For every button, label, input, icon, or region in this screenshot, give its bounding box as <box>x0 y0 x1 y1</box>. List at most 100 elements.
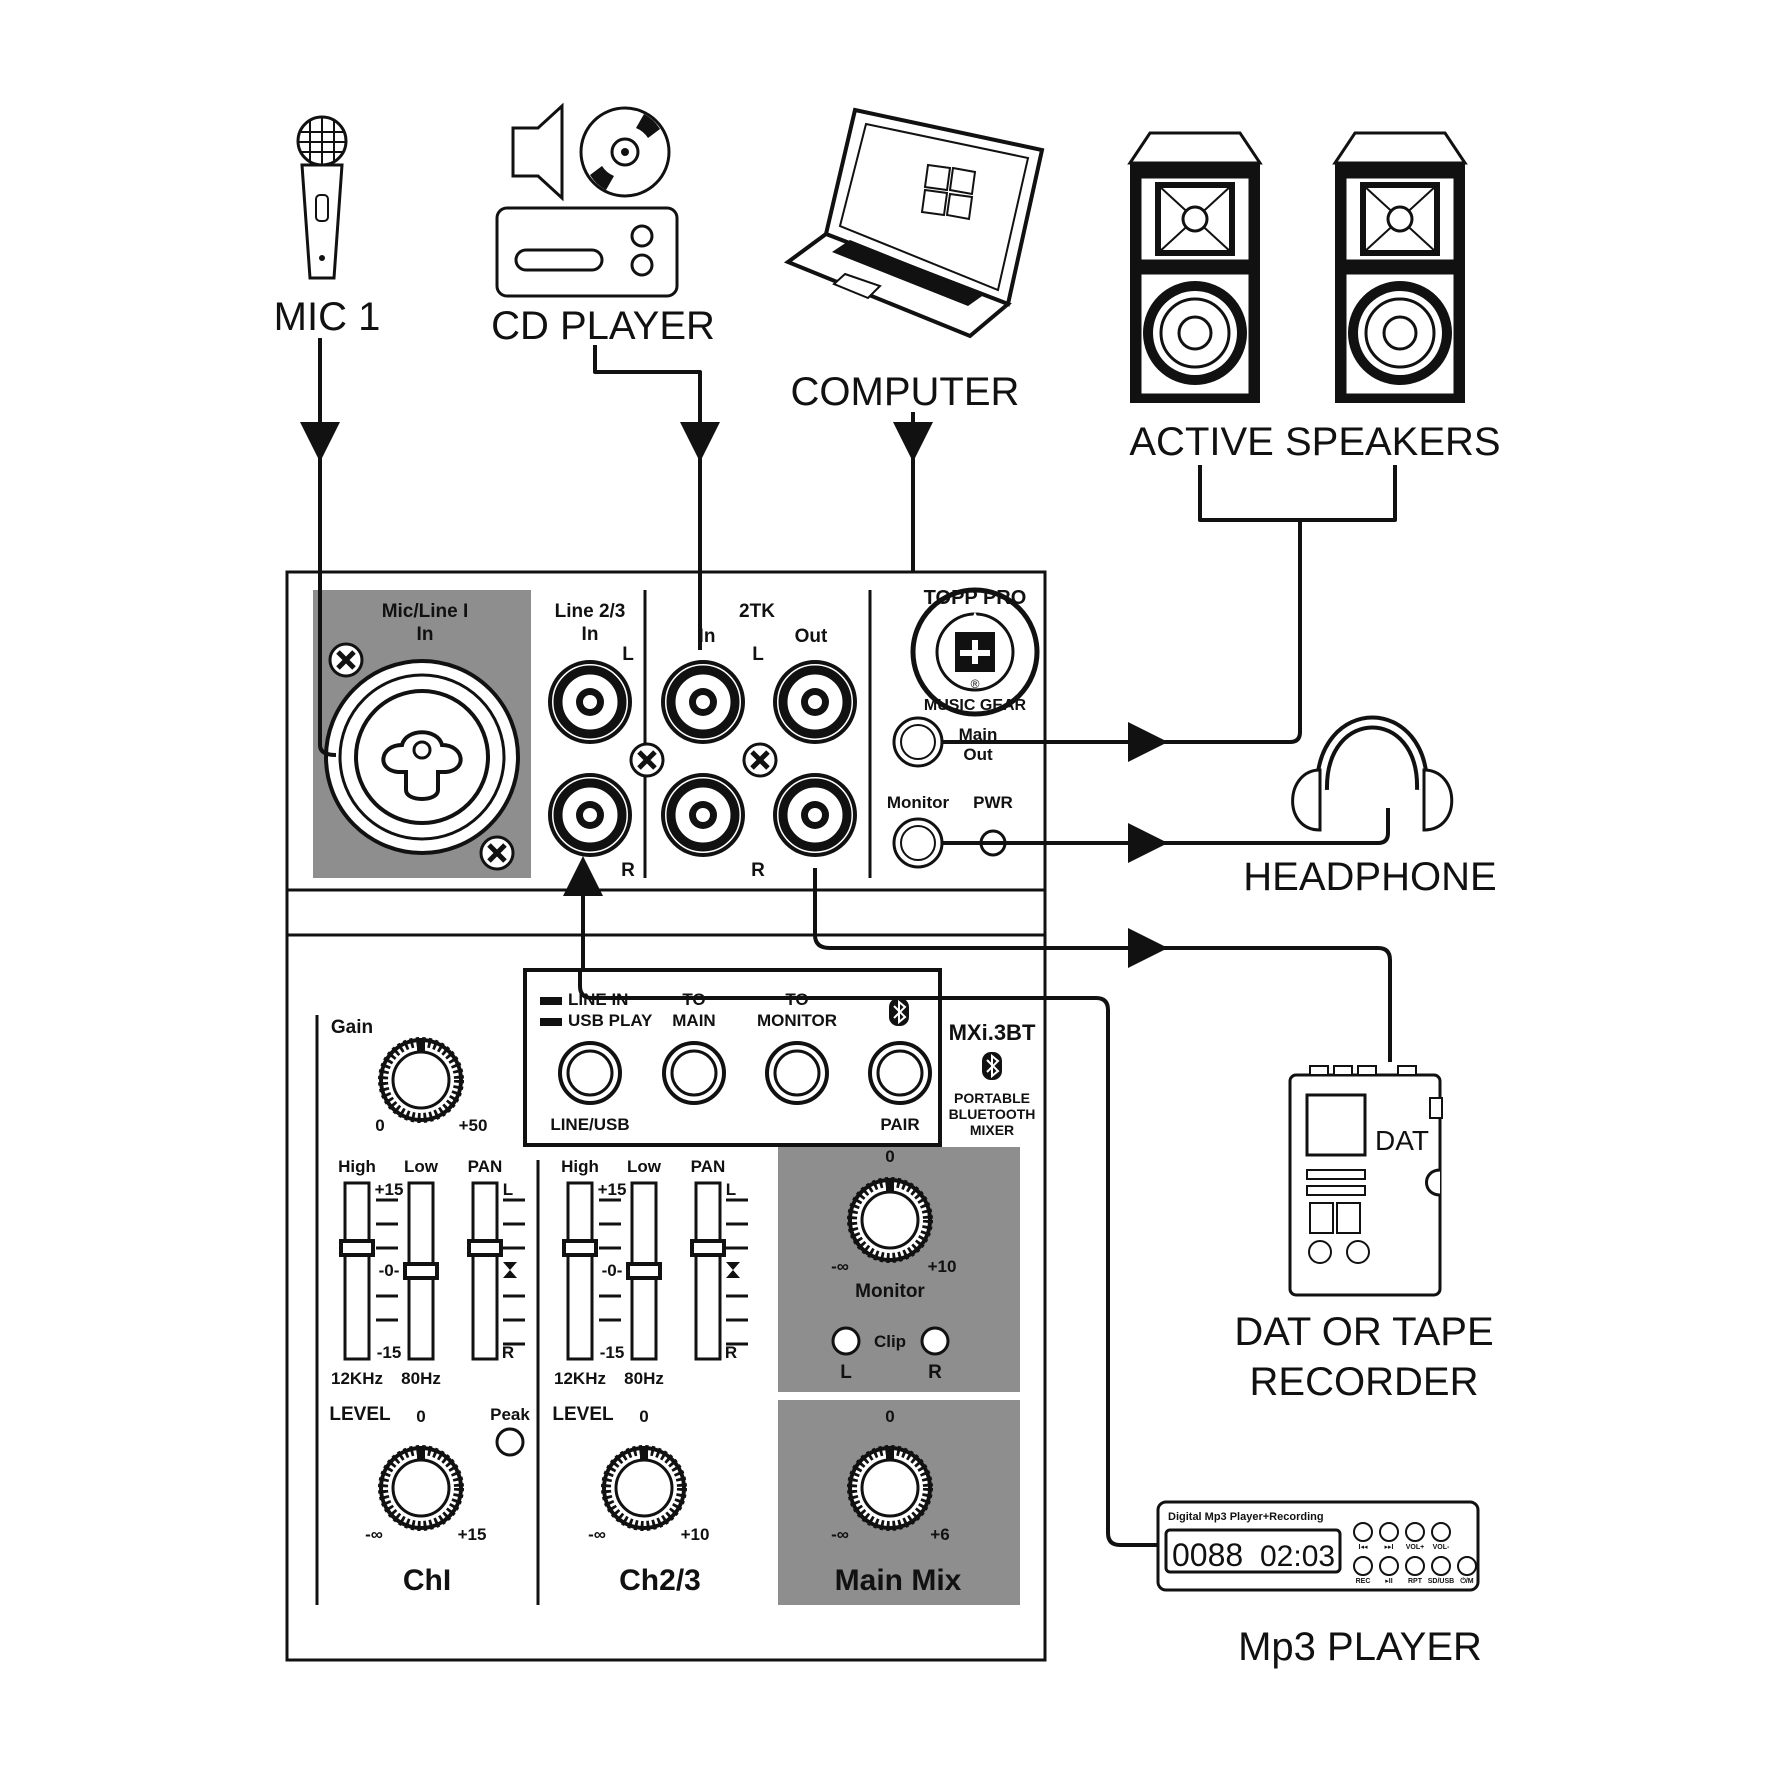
tagline-2: BLUETOOTH <box>949 1106 1036 1122</box>
clip-r-label: R <box>928 1362 942 1383</box>
monitor-label: Monitor <box>855 1281 925 1302</box>
eq-plus15: +15 <box>375 1180 404 1199</box>
high-label: High <box>338 1157 376 1176</box>
monitor-jack-label: Monitor <box>887 793 950 812</box>
gain-max-label: +50 <box>459 1116 488 1135</box>
line2-jack[interactable] <box>550 662 630 742</box>
pan-label: PAN <box>468 1157 503 1176</box>
cd-player-label: CD PLAYER <box>491 304 715 348</box>
to-main-button[interactable] <box>662 1041 726 1105</box>
pan-l-label: L <box>503 1180 513 1199</box>
pan-center-icon <box>503 1262 517 1278</box>
clip-l-label: L <box>840 1362 852 1383</box>
line23-label: Line 2/3 <box>555 601 626 622</box>
low-freq-label: 80Hz <box>624 1369 664 1388</box>
ch1-level-knob[interactable] <box>381 1446 461 1528</box>
twotk-out-l-jack[interactable] <box>775 662 855 742</box>
twotk-out-label: Out <box>795 626 828 647</box>
eq-zero: -0- <box>379 1261 400 1280</box>
microphone-icon <box>296 115 348 280</box>
twotk-label: 2TK <box>739 601 775 622</box>
topp-pro-logo <box>910 587 1040 717</box>
xlr-combo-jack[interactable] <box>324 659 520 855</box>
mp3-button-label: VOL+ <box>1406 1544 1424 1551</box>
tagline-3: MIXER <box>970 1122 1014 1138</box>
mp3-title: Digital Mp3 Player+Recording <box>1168 1511 1324 1523</box>
eq-minus15: -15 <box>600 1343 625 1362</box>
switch-indicator-icon <box>540 1018 562 1026</box>
mp3-button-label: VOL- <box>1433 1544 1450 1551</box>
twotk-r-label: R <box>751 860 765 881</box>
level-max-label: +10 <box>681 1525 710 1544</box>
monitor-min-label: -∞ <box>831 1257 849 1276</box>
screw-icon <box>631 744 663 776</box>
line23-l-label: L <box>622 644 634 665</box>
level-zero-label: 0 <box>639 1407 648 1426</box>
to-monitor-button[interactable] <box>765 1041 829 1105</box>
pair-button[interactable] <box>868 1041 932 1105</box>
pan-r-label: R <box>502 1343 514 1362</box>
low-freq-label: 80Hz <box>401 1369 441 1388</box>
main-out-jack[interactable] <box>892 716 944 768</box>
mp3-player-label: Mp3 PLAYER <box>1238 1625 1482 1669</box>
fader-cap[interactable] <box>403 1262 439 1280</box>
right-speaker-icon <box>1335 133 1465 403</box>
gain-knob[interactable] <box>381 1038 461 1120</box>
gain-label: Gain <box>331 1017 373 1038</box>
model-name: MXi.3BT <box>949 1020 1036 1045</box>
twotk-in-r-jack[interactable] <box>663 775 743 855</box>
recorder-label-line1: DAT OR TAPE <box>1234 1310 1493 1354</box>
high-label: High <box>561 1157 599 1176</box>
high-eq-fader[interactable] <box>566 1181 594 1361</box>
level-min-label: -∞ <box>588 1525 606 1544</box>
low-label: Low <box>404 1157 439 1176</box>
headphone-label: HEADPHONE <box>1243 855 1496 899</box>
speakers-label: ACTIVE SPEAKERS <box>1129 420 1500 464</box>
twotk-out-r-jack[interactable] <box>775 775 855 855</box>
tagline-1: PORTABLE <box>954 1090 1030 1106</box>
switch-usb-play-label: USB PLAY <box>568 1011 653 1030</box>
mic-cable-plug <box>318 458 337 757</box>
screw-icon <box>744 744 776 776</box>
main-out-label-2: Out <box>963 745 993 764</box>
high-eq-fader[interactable] <box>343 1181 371 1361</box>
mp3-button-label: SD/USB <box>1428 1578 1454 1585</box>
eq-scale-ticks <box>376 1198 525 1346</box>
pan-fader[interactable] <box>471 1181 499 1361</box>
recorder-label-line2: RECORDER <box>1250 1360 1479 1404</box>
pan-label: PAN <box>691 1157 726 1176</box>
line-usb-button[interactable] <box>558 1041 622 1105</box>
pwr-label: PWR <box>973 793 1013 812</box>
clip-label: Clip <box>874 1332 906 1351</box>
mic-label: MIC 1 <box>274 295 381 339</box>
fader-cap[interactable] <box>626 1262 662 1280</box>
to-main-label-2: MAIN <box>672 1011 715 1030</box>
fader-cap[interactable] <box>339 1239 375 1257</box>
fader-cap[interactable] <box>562 1239 598 1257</box>
ch23-level-knob[interactable] <box>604 1446 684 1528</box>
main-mix-min-label: -∞ <box>831 1525 849 1544</box>
twotk-in-l-jack[interactable] <box>663 662 743 742</box>
mic-line-in-label: In <box>417 624 434 645</box>
bluetooth-icon <box>889 998 909 1026</box>
main-mix-knob[interactable] <box>850 1446 930 1528</box>
level-label: LEVEL <box>552 1404 614 1425</box>
logo-registered: ® <box>971 677 980 691</box>
high-freq-label: 12KHz <box>554 1369 606 1388</box>
monitor-knob[interactable] <box>850 1178 930 1260</box>
pan-fader[interactable] <box>694 1181 722 1361</box>
eq-scale-ticks <box>599 1198 748 1346</box>
mp3-display-track: 0088 <box>1172 1537 1243 1573</box>
line3-jack[interactable] <box>550 775 630 855</box>
fader-cap[interactable] <box>690 1239 726 1257</box>
eq-minus15: -15 <box>377 1343 402 1362</box>
cd-cable <box>593 345 720 462</box>
eq-zero: -0- <box>602 1261 623 1280</box>
line23-in-label: In <box>582 624 599 645</box>
monitor-jack[interactable] <box>892 817 944 869</box>
mp3-button-label: REC <box>1356 1578 1371 1585</box>
screw-icon <box>481 837 513 869</box>
pan-r-label: R <box>725 1343 737 1362</box>
fader-cap[interactable] <box>467 1239 503 1257</box>
mp3-cable <box>578 968 1158 1547</box>
